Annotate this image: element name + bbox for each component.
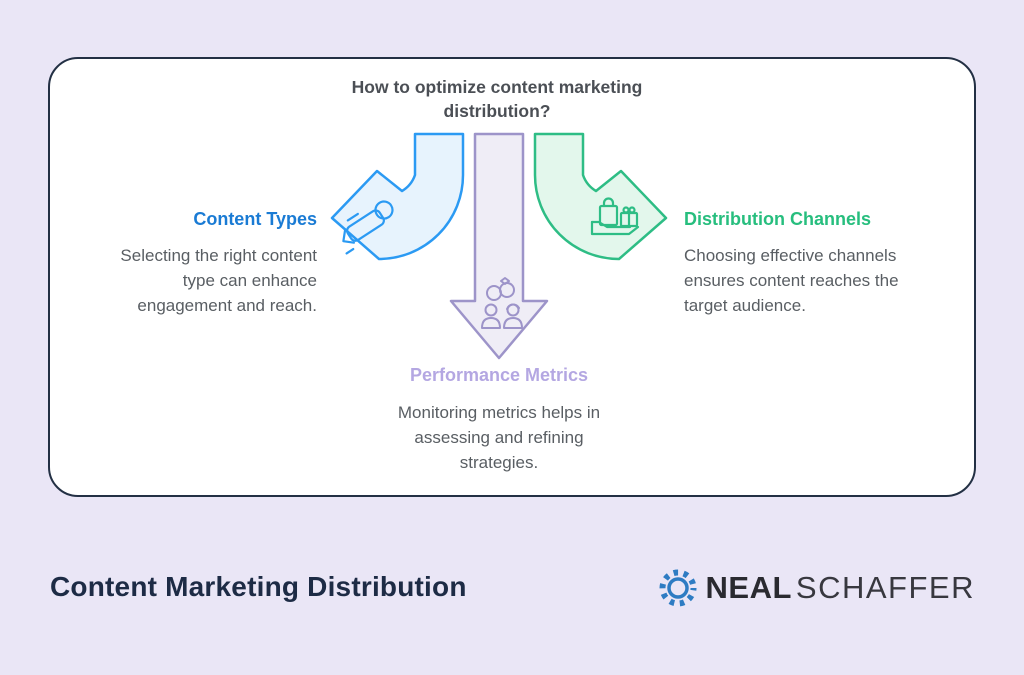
chip-ring-icon	[659, 569, 697, 607]
performance-metrics-label: Performance Metrics	[409, 365, 589, 385]
content-types-label: Content Types	[193, 209, 317, 229]
distribution-channels-label: Distribution Channels	[684, 209, 872, 229]
distribution-channels-description: Choosing effective channels ensures cont…	[684, 246, 899, 315]
page-title: Content Marketing Distribution	[50, 571, 467, 602]
diagram-title: How to optimize content marketing distri…	[307, 75, 687, 123]
diagram-title-line1: How to optimize content marketing	[351, 77, 643, 97]
brand-name-bold: NEAL	[705, 570, 792, 605]
content-types-description: Selecting the right content type can enh…	[120, 246, 317, 315]
brand-name-light: SCHAFFER	[795, 570, 975, 605]
performance-metrics-description: Monitoring metrics helps in assessing an…	[397, 403, 601, 472]
diagram-title-line2: distribution?	[443, 101, 551, 121]
